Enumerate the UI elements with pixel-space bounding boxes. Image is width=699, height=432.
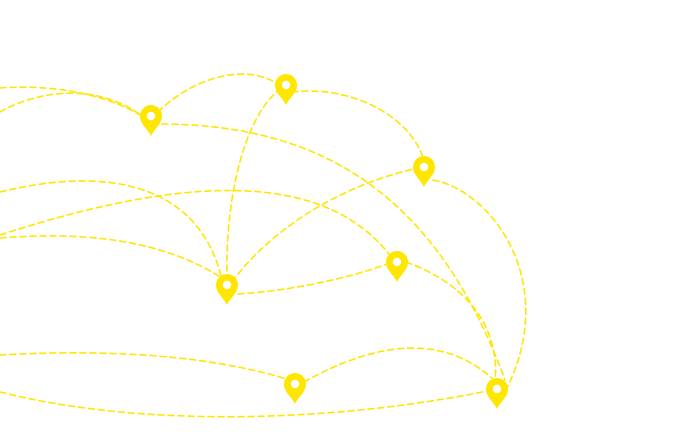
pin-hole: [290, 379, 300, 389]
pin-body: [486, 378, 508, 409]
route-line: [0, 180, 223, 281]
pin-hole: [222, 280, 232, 290]
route-line: [405, 261, 497, 383]
pin-body: [275, 74, 297, 105]
route-line: [432, 179, 527, 389]
map-pin-icon[interactable]: [486, 378, 508, 409]
routes-layer: [0, 73, 527, 418]
pin-hole: [492, 384, 502, 394]
pin-body: [413, 156, 435, 187]
route-line: [226, 87, 282, 281]
map-pin-icon[interactable]: [140, 105, 162, 136]
route-line: [291, 90, 425, 161]
map-pin-icon[interactable]: [386, 251, 408, 282]
route-line: [0, 352, 291, 381]
map-pin-icon[interactable]: [413, 156, 435, 187]
pin-hole: [281, 80, 291, 90]
pin-body: [216, 274, 238, 305]
route-line: [161, 123, 506, 381]
pin-body: [284, 373, 306, 404]
route-line: [0, 235, 223, 279]
pin-hole: [419, 162, 429, 172]
route-line: [237, 261, 393, 295]
pin-body: [386, 251, 408, 282]
map-pin-icon[interactable]: [284, 373, 306, 404]
route-line: [0, 189, 393, 259]
route-line: [231, 167, 419, 283]
pin-hole: [146, 111, 156, 121]
pins-layer: [140, 74, 508, 409]
route-line: [157, 73, 282, 113]
route-line: [0, 389, 493, 418]
map-pin-icon[interactable]: [216, 274, 238, 305]
pin-body: [140, 105, 162, 136]
route-line: [0, 92, 146, 119]
pin-hole: [392, 257, 402, 267]
route-line: [303, 347, 495, 383]
map-pin-icon[interactable]: [275, 74, 297, 105]
